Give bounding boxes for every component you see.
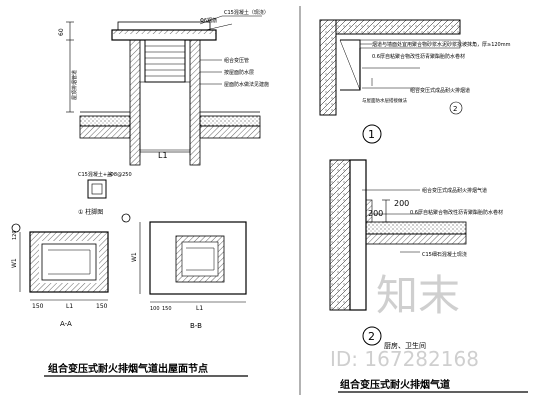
elev-roof-text: 屋顶排烟管道 bbox=[71, 70, 78, 100]
cut-markers bbox=[11, 213, 131, 233]
note-c15: C15混凝土+盖 bbox=[78, 171, 112, 178]
section-a-a: 150 L1 150 W1 120 A-A bbox=[11, 230, 109, 328]
detail-2-bubble bbox=[362, 326, 382, 346]
aa-dim-l1: L1 bbox=[66, 303, 73, 310]
note-top: Φ6钢筋 bbox=[200, 17, 217, 24]
main-title: 组合变压式耐火排烟气道出屋面节点 bbox=[48, 362, 208, 375]
note-sleeve: 组合变压管 bbox=[224, 57, 249, 64]
aa-dim-120: 120 bbox=[12, 230, 18, 240]
small-post-detail: C15混凝土+盖 Φ8@250 ① 柱脚图 bbox=[78, 171, 132, 216]
d2-note-2: 0.6厚自粘聚合物改性沥青聚酯胎防水卷材 bbox=[410, 209, 503, 216]
roof-outlet-elevation: L1 60 屋顶排烟管道 C15混凝土（现浇） Φ6钢筋 组合变压管 按屋面防水… bbox=[58, 9, 269, 166]
d1-note-2: 0.6厚自粘聚合物改性沥青聚酯胎防水卷材 bbox=[372, 53, 465, 60]
bb-dim-l1: L1 bbox=[196, 305, 203, 312]
bb-dim-w1: W1 bbox=[131, 252, 138, 262]
d2-note-3: C15细石混凝土现浇 bbox=[422, 251, 467, 258]
d2-dim-200-a: 200 bbox=[368, 209, 383, 218]
aa-dim-150-left: 150 bbox=[32, 303, 44, 310]
louvre-lines bbox=[145, 45, 185, 77]
bb-dim-150: 150 bbox=[162, 306, 172, 312]
detail-2: 200 200 组合变压式成品耐火排烟气道 0.6厚自粘聚合物改性沥青聚酯胎防水… bbox=[329, 159, 503, 350]
note-slab: 屋面防水做法见建施 bbox=[224, 81, 269, 88]
detail-1: 烟道与墙面处宜用聚合物砂浆水泥砂浆找坡抹角，厚≥120mm 0.6厚自粘聚合物改… bbox=[319, 19, 511, 144]
watermark-logo: 知末 bbox=[376, 271, 460, 320]
section-label-aa: A-A bbox=[60, 320, 72, 328]
note-waterproof: 按屋面防水层 bbox=[224, 69, 254, 76]
right-title: 组合变压式耐火排烟气道 bbox=[340, 378, 450, 391]
watermark-id: ID: 167282168 bbox=[330, 347, 479, 371]
aa-dim-150-right: 150 bbox=[96, 303, 108, 310]
cap-plan-label: ① 柱脚图 bbox=[78, 208, 103, 216]
d2-dim-200-b: 200 bbox=[394, 199, 409, 208]
detail-1-bubble bbox=[362, 124, 382, 144]
d1-callout-2: 2 bbox=[453, 105, 457, 113]
d2-note-4: 厨房、卫生间 bbox=[384, 341, 426, 350]
elev-dim-l1: L1 bbox=[158, 151, 168, 160]
d1-note-3: 组合变压式成品耐火排烟道 bbox=[410, 87, 470, 94]
aa-dim-w1: W1 bbox=[11, 258, 18, 268]
detail-1-number: 1 bbox=[368, 128, 375, 141]
note-bolt: Φ8@250 bbox=[110, 172, 132, 178]
bb-dim-100: 100 bbox=[150, 306, 160, 312]
d1-note-4: 与屋面防水层搭接做法 bbox=[362, 97, 407, 104]
section-b-b: 100 150 L1 W1 B-B bbox=[131, 221, 247, 330]
note-cap: C15混凝土（现浇） bbox=[224, 9, 269, 16]
d2-note-1: 组合变压式成品耐火排烟气道 bbox=[422, 187, 487, 194]
section-label-bb: B-B bbox=[190, 322, 202, 330]
detail-2-number: 2 bbox=[368, 330, 375, 343]
d1-note-1: 烟道与墙面处宜用聚合物砂浆水泥砂浆找坡抹角，厚≥120mm bbox=[372, 41, 511, 48]
elev-dim-60: 60 bbox=[58, 28, 65, 36]
